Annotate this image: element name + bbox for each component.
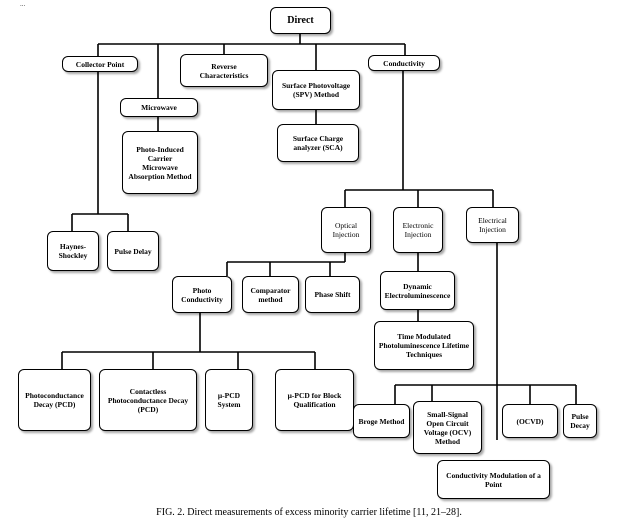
figure-caption: FIG. 2. Direct measurements of excess mi… bbox=[156, 507, 462, 518]
node-direct: Direct bbox=[270, 7, 331, 34]
node-ocvd: (OCVD) bbox=[502, 404, 558, 438]
header-fragment: ... bbox=[20, 0, 26, 8]
node-electronic-injection: Electronic Injection bbox=[393, 207, 443, 253]
node-spv-method: Surface Photovoltage (SPV) Method bbox=[272, 70, 360, 110]
node-contactless-pcd: Contactless Photoconductance Decay (PCD) bbox=[99, 369, 197, 431]
node-sca: Surface Charge analyzer (SCA) bbox=[277, 124, 359, 162]
node-collector-point: Collector Point bbox=[62, 56, 138, 72]
node-time-modulated-pl: Time Modulated Photoluminescence Lifetim… bbox=[374, 321, 474, 370]
node-haynes-shockley: Haynes- Shockley bbox=[47, 231, 99, 271]
node-dynamic-electroluminescence: Dynamic Electroluminescence bbox=[380, 271, 455, 310]
node-pulse-delay: Pulse Delay bbox=[107, 231, 159, 271]
node-photo-induced: Photo-Induced Carrier Microwave Absorpti… bbox=[122, 131, 198, 194]
node-phase-shift: Phase Shift bbox=[305, 276, 360, 313]
node-pcd: Photoconductance Decay (PCD) bbox=[18, 369, 91, 431]
node-conductivity: Conductivity bbox=[368, 55, 440, 71]
node-conductivity-modulation: Conductivity Modulation of a Point bbox=[437, 460, 550, 499]
node-mu-pcd-block: μ-PCD for Block Qualification bbox=[275, 369, 354, 431]
node-photo-conductivity: Photo Conductivity bbox=[172, 276, 232, 313]
node-pulse-decay: Pulse Decay bbox=[563, 404, 597, 438]
node-comparator-method: Comparator method bbox=[242, 276, 299, 313]
node-electrical-injection: Electrical Injection bbox=[466, 207, 519, 243]
node-small-signal-ocv: Small-Signal Open Circuit Voltage (OCV) … bbox=[413, 401, 482, 454]
node-microwave: Microwave bbox=[120, 98, 198, 117]
node-reverse-characteristics: Reverse Characteristics bbox=[180, 54, 268, 87]
node-broge-method: Broge Method bbox=[353, 404, 410, 438]
node-optical-injection: Optical Injection bbox=[321, 207, 371, 253]
node-mu-pcd-system: μ-PCD System bbox=[205, 369, 253, 431]
